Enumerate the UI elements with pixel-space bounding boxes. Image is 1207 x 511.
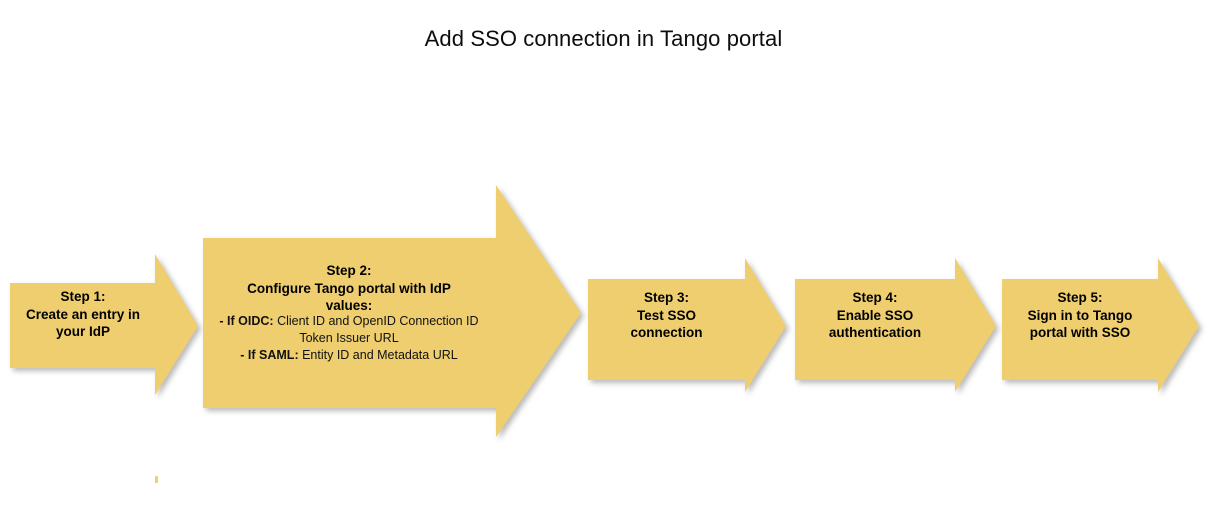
step-5-label: Step 5: Sign in to Tango portal with SSO (1027, 290, 1133, 341)
arrow-shape-step-2 (203, 185, 581, 437)
arrow-shape-step-5 (1002, 258, 1199, 392)
step-2-saml-lead: - If SAML: (240, 347, 299, 362)
step-4-label: Step 4: Enable SSO authentication (828, 290, 922, 341)
step-2-oidc-rest: Client ID and OpenID Connection ID (273, 314, 479, 328)
step-1-label: Step 1: Create an entry in your IdP (25, 289, 141, 340)
process-arrow-step-1[interactable]: Step 1: Create an entry in your IdP (8, 252, 208, 400)
step-2-subline-token: Token Issuer URL (200, 330, 498, 347)
arrow-shape-step-4 (795, 258, 996, 392)
step-3-label: Step 3: Test SSO connection (630, 290, 703, 341)
step-2-token-rest: Token Issuer URL (299, 330, 399, 345)
stray-mark (155, 476, 158, 483)
step-2-subline-saml: - If SAML: Entity ID and Metadata URL (200, 347, 498, 364)
step-2-oidc-lead: - If OIDC: (219, 314, 274, 328)
process-arrow-step-3[interactable]: Step 3: Test SSO connection (586, 256, 794, 396)
process-arrow-step-4[interactable]: Step 4: Enable SSO authentication (793, 256, 1001, 396)
step-2-saml-rest: Entity ID and Metadata URL (298, 347, 458, 362)
arrow-shape-step-1 (10, 254, 198, 395)
step-2-sublines: - If OIDC: Client ID and OpenID Connecti… (200, 313, 498, 363)
arrow-shape-step-3 (588, 258, 786, 392)
page-title: Add SSO connection in Tango portal (424, 26, 783, 51)
step-2-label: Step 2: Configure Tango portal with IdP … (247, 263, 451, 314)
process-arrow-step-2[interactable]: Step 2: Configure Tango portal with IdP … (200, 182, 590, 442)
process-arrow-step-5[interactable]: Step 5: Sign in to Tango portal with SSO (1000, 256, 1207, 396)
step-2-subline-oidc: - If OIDC: Client ID and OpenID Connecti… (200, 313, 498, 330)
